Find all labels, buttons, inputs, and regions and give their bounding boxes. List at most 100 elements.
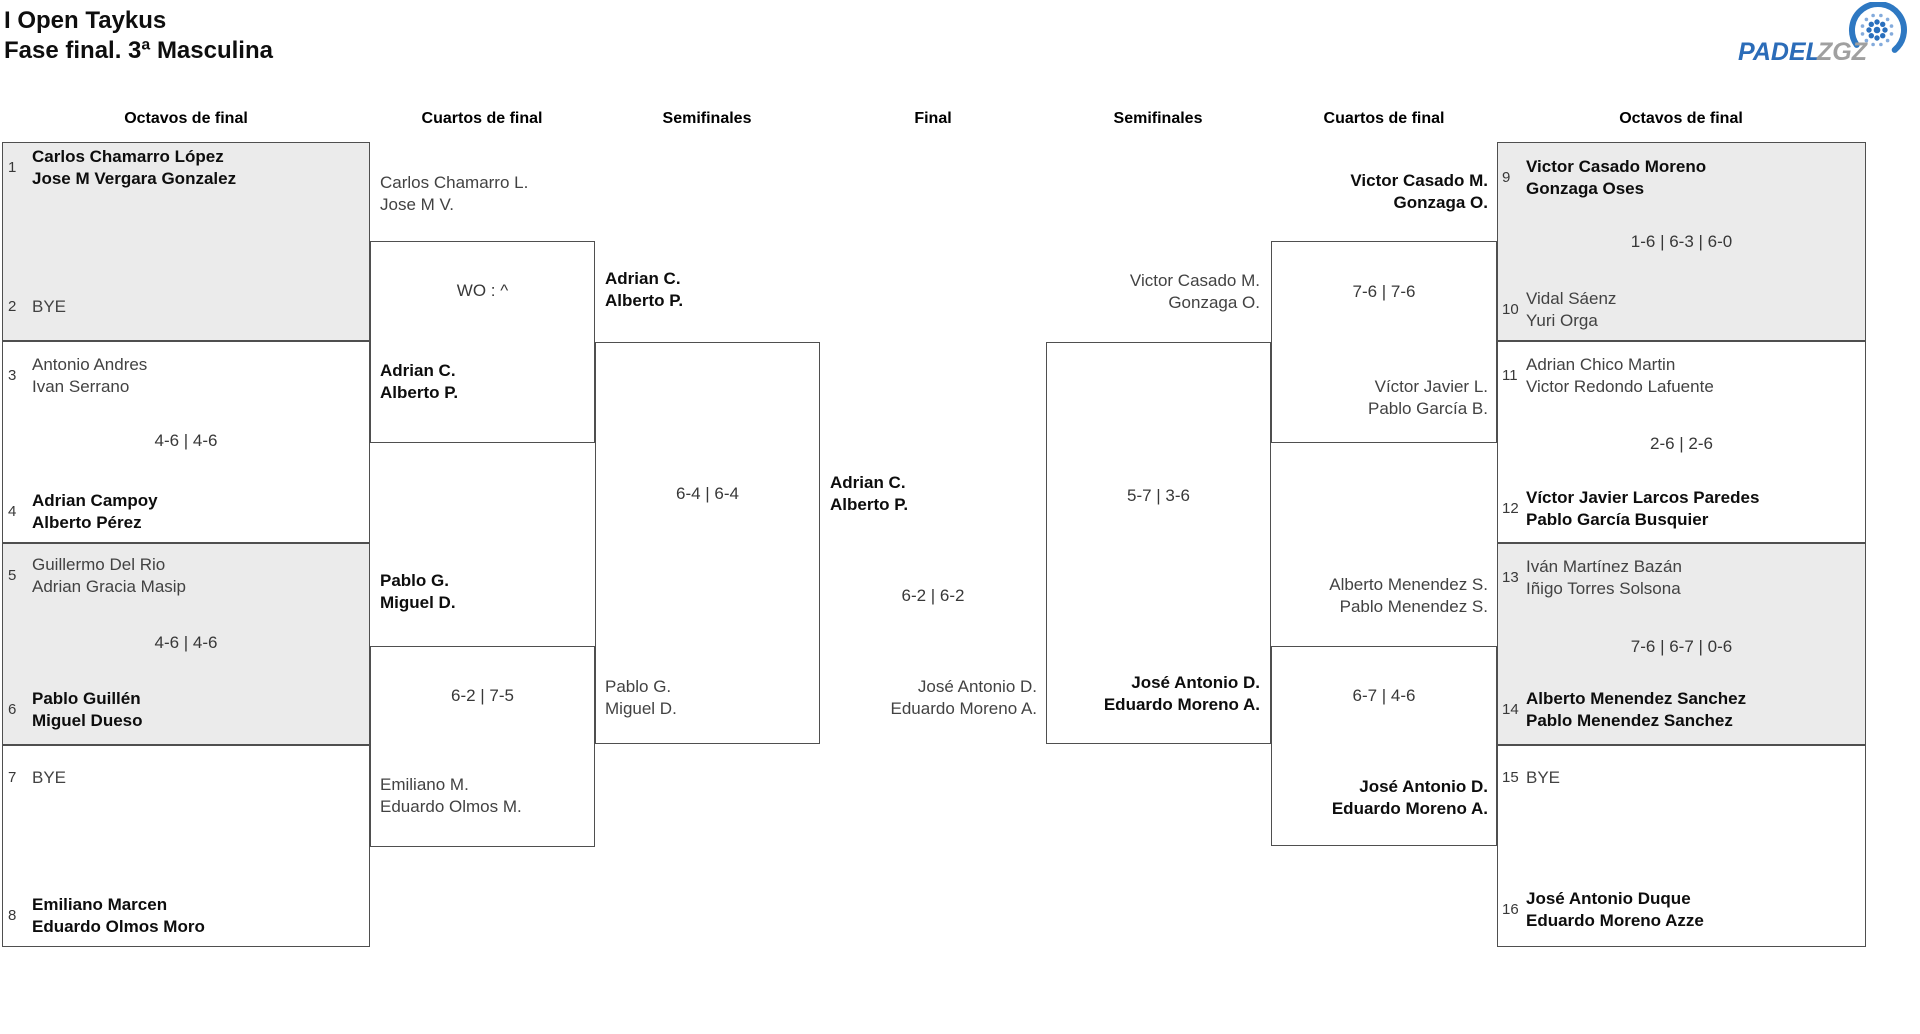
seed-number: 13 — [1502, 569, 1519, 586]
team-names: Pablo Guillén Miguel Dueso — [32, 689, 143, 730]
team-names: Antonio Andres Ivan Serrano — [32, 355, 148, 396]
team-entry: 13 Iván Martínez Bazán Iñigo Torres Sols… — [1502, 556, 1862, 600]
seed-number: 11 — [1502, 367, 1518, 384]
match-box — [1046, 342, 1271, 744]
team-names: José Antonio D. Eduardo Moreno A. — [1331, 777, 1488, 818]
team-names: José Antonio D. Eduardo Moreno A. — [1103, 673, 1260, 714]
team-names: Adrian C. Alberto P. — [605, 269, 684, 310]
team-entry: Víctor Javier L. Pablo García B. — [1271, 376, 1488, 420]
match-box — [370, 646, 595, 847]
seed-number: 4 — [8, 503, 17, 520]
match-score: 6-2 | 6-2 — [901, 586, 965, 605]
team-names: Adrian Chico Martin Victor Redondo Lafue… — [1526, 355, 1714, 396]
seed-number: 7 — [8, 769, 17, 786]
bye-entry: 7 BYE — [8, 767, 362, 789]
logo-text-padel: PADEL — [1738, 38, 1821, 66]
round-header-semis-right: Semifinales — [1113, 110, 1203, 127]
round-header-cuartos-right: Cuartos de final — [1323, 110, 1445, 127]
team-names: José Antonio D. Eduardo Moreno A. — [890, 677, 1037, 718]
match-score: 6-7 | 4-6 — [1352, 686, 1416, 705]
match-score: 7-6 | 7-6 — [1352, 282, 1416, 301]
match-box — [1497, 745, 1866, 947]
round-header-octavos-right: Octavos de final — [1619, 110, 1743, 127]
team-entry: Adrian C. Alberto P. — [830, 472, 1030, 516]
seed-number: 2 — [8, 298, 17, 315]
team-names: Emiliano M. Eduardo Olmos M. — [380, 775, 522, 816]
team-names: José Antonio Duque Eduardo Moreno Azze — [1526, 889, 1704, 930]
seed-number: 9 — [1502, 169, 1511, 186]
match-box — [595, 342, 820, 744]
team-names: Victor Casado Moreno Gonzaga Oses — [1526, 157, 1707, 198]
seed-number: 15 — [1502, 769, 1519, 786]
team-names: BYE — [32, 768, 67, 787]
team-names: BYE — [32, 297, 67, 316]
padelzgz-logo: PADEL ZGZ — [1718, 1, 1913, 71]
match-score: 4-6 | 4-6 — [154, 431, 218, 450]
team-names: Iván Martínez Bazán Iñigo Torres Solsona — [1526, 557, 1682, 598]
team-entry: 10 Vidal Sáenz Yuri Orga — [1502, 288, 1862, 332]
team-names: Vidal Sáenz Yuri Orga — [1526, 289, 1617, 330]
match-score: 1-6 | 6-3 | 6-0 — [1630, 232, 1733, 251]
team-names: Alberto Menendez Sanchez Pablo Menendez … — [1526, 689, 1747, 730]
match-box — [1271, 646, 1497, 846]
team-entry: 16 José Antonio Duque Eduardo Moreno Azz… — [1502, 888, 1862, 932]
seed-number: 16 — [1502, 901, 1519, 918]
team-names: Carlos Chamarro López Jose M Vergara Gon… — [32, 147, 237, 188]
match-score: 2-6 | 2-6 — [1649, 434, 1713, 453]
seed-number: 6 — [8, 701, 17, 718]
team-entry: 12 Víctor Javier Larcos Paredes Pablo Ga… — [1502, 487, 1862, 531]
team-entry: Alberto Menendez S. Pablo Menendez S. — [1271, 574, 1488, 618]
match-box — [370, 241, 595, 443]
team-entry: 3 Antonio Andres Ivan Serrano — [8, 354, 362, 398]
page-subtitle: Fase final. 3ª Masculina — [4, 37, 273, 64]
team-names: BYE — [1526, 768, 1561, 787]
logo-text-zgz: ZGZ — [1816, 38, 1869, 66]
match-box — [2, 543, 370, 745]
team-entry: Adrian C. Alberto P. — [380, 360, 590, 404]
team-entry: Carlos Chamarro L. Jose M V. — [380, 172, 590, 216]
team-names: Carlos Chamarro L. Jose M V. — [380, 173, 529, 214]
team-names: Emiliano Marcen Eduardo Olmos Moro — [32, 895, 205, 936]
match-score: 4-6 | 4-6 — [154, 633, 218, 652]
seed-number: 1 — [8, 159, 17, 176]
match-box — [2, 142, 370, 341]
match-score: 5-7 | 3-6 — [1126, 486, 1190, 505]
match-box — [2, 745, 370, 947]
seed-number: 14 — [1502, 701, 1519, 718]
team-names: Adrian Campoy Alberto Pérez — [32, 491, 158, 532]
match-score: WO : ^ — [456, 281, 509, 300]
team-entry: Emiliano M. Eduardo Olmos M. — [380, 774, 590, 818]
team-entry: José Antonio D. Eduardo Moreno A. — [1046, 672, 1260, 716]
seed-number: 12 — [1502, 500, 1519, 517]
match-score: 6-2 | 7-5 — [450, 686, 514, 705]
seed-number: 10 — [1502, 301, 1519, 318]
team-entry: 11 Adrian Chico Martin Victor Redondo La… — [1502, 354, 1862, 398]
team-entry: 6 Pablo Guillén Miguel Dueso — [8, 688, 362, 732]
seed-number: 3 — [8, 367, 17, 384]
team-entry: 1 Carlos Chamarro López Jose M Vergara G… — [8, 146, 362, 190]
team-entry: 14 Alberto Menendez Sanchez Pablo Menend… — [1502, 688, 1862, 732]
round-header-octavos-left: Octavos de final — [124, 110, 248, 127]
team-entry: José Antonio D. Eduardo Moreno A. — [1271, 776, 1488, 820]
match-box — [1497, 543, 1866, 745]
match-box — [1497, 142, 1866, 341]
team-names: Víctor Javier Larcos Paredes Pablo Garcí… — [1526, 488, 1760, 529]
team-entry: 4 Adrian Campoy Alberto Pérez — [8, 490, 362, 534]
team-entry: 9 Victor Casado Moreno Gonzaga Oses — [1502, 156, 1862, 200]
team-names: Víctor Javier L. Pablo García B. — [1367, 377, 1488, 418]
bye-entry: 2 BYE — [8, 296, 362, 318]
team-entry: Victor Casado M. Gonzaga O. — [1271, 170, 1488, 214]
match-box — [2, 341, 370, 543]
team-entry: José Antonio D. Eduardo Moreno A. — [820, 676, 1037, 720]
team-names: Adrian C. Alberto P. — [380, 361, 459, 402]
team-names: Victor Casado M. Gonzaga O. — [1350, 171, 1488, 212]
team-names: Adrian C. Alberto P. — [830, 473, 909, 514]
team-entry: Pablo G. Miguel D. — [605, 676, 805, 720]
match-box — [1497, 341, 1866, 543]
team-names: Pablo G. Miguel D. — [605, 677, 677, 718]
team-entry: 5 Guillermo Del Rio Adrian Gracia Masip — [8, 554, 362, 598]
team-names: Guillermo Del Rio Adrian Gracia Masip — [32, 555, 187, 596]
bye-entry: 15 BYE — [1502, 767, 1862, 789]
seed-number: 8 — [8, 907, 17, 924]
team-names: Pablo G. Miguel D. — [380, 571, 456, 612]
